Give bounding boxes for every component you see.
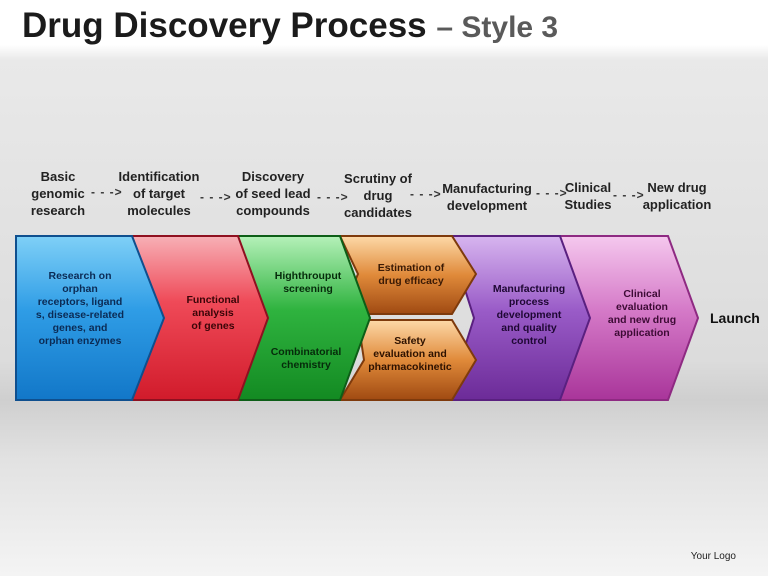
step-arrow-5: - - -> [536,186,568,200]
title-sub: – Style 3 [436,11,559,44]
box-functional-text: Functional analysis of genes [186,294,240,332]
step-arrow-6: - - -> [613,188,645,202]
box-efficacy-text: Estimation of drug efficacy [377,262,445,287]
step-arrow-3: - - -> [317,190,349,204]
launch-label: Launch [710,310,760,326]
step-new-drug-application: New drug application [642,180,712,212]
box-manufacturing-text: Manufacturing process development and qu… [492,283,566,347]
chevron-blue [15,235,166,401]
step-arrow-2: - - -> [200,190,232,204]
chevron-orange-bottom [338,319,478,401]
step-manufacturing-development: Manufacturing development [442,181,532,213]
step-discovery-of-seed-lead: Discovery of seed lead compounds [235,169,311,218]
logo-text: Your Logo [690,551,736,562]
step-arrow-1: - - -> [91,185,123,199]
chevron-orange-top [338,235,478,315]
title-main: Drug Discovery Process [22,6,427,45]
step-clinical-studies: Clinical Studies [564,180,612,212]
step-scrutiny-of-drug-candidates: Scrutiny of drug candidates [344,171,412,220]
box-research-text: Research on orphan receptors, ligand s, … [35,270,125,347]
box-safety-text: Safety evaluation and pharmacokinetic [368,335,452,373]
step-arrow-4: - - -> [410,187,442,201]
box-screening-text: Highthrouput screening [274,270,342,295]
box-clinical-text: Clinical evaluation and new drug applica… [607,288,677,339]
chevron-purple [446,235,592,401]
step-basic-genomic-research: Basic genomic research [30,169,86,218]
box-combinatorial-text: Combinatorial chemistry [270,346,342,371]
step-identification-of-target: Identification of target molecules [118,169,200,218]
slide-title: Drug Discovery Process – Style 3 [22,6,558,46]
